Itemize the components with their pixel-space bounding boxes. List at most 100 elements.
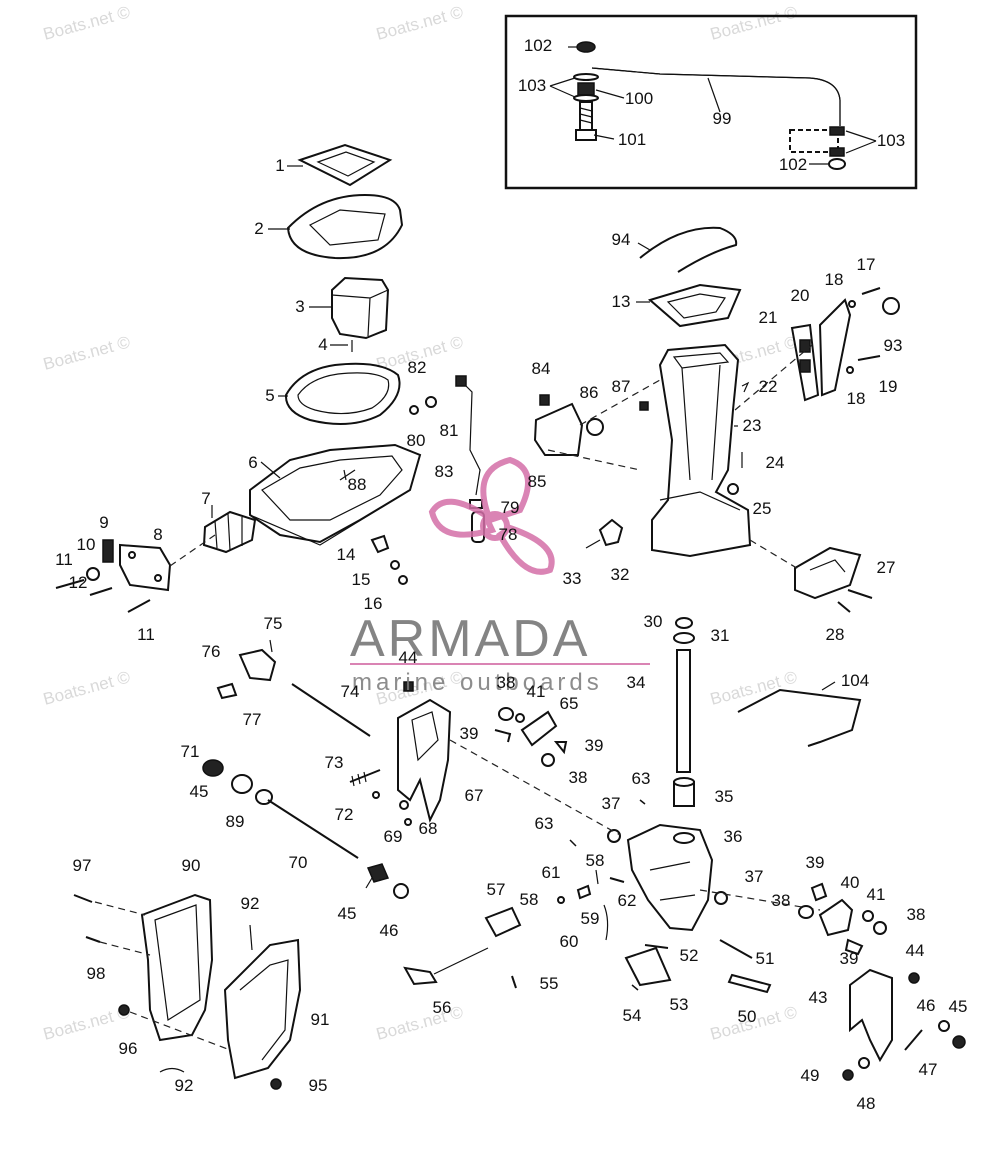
boats-net-watermark: Boats.net © <box>708 2 799 44</box>
boats-net-watermark: Boats.net © <box>41 2 132 44</box>
part-callout-49: 49 <box>801 1066 820 1085</box>
part-callout-32: 32 <box>611 565 630 584</box>
part-callout-37: 37 <box>745 867 764 886</box>
part-callout-45: 45 <box>338 904 357 923</box>
part-callout-19: 19 <box>879 377 898 396</box>
part-callout-44: 44 <box>906 941 925 960</box>
part-callout-100: 100 <box>625 89 653 108</box>
part-callout-63: 63 <box>632 769 651 788</box>
rear-bracket-part <box>749 539 873 613</box>
clamp-bracket-right-part <box>798 882 966 1081</box>
boats-net-watermark: Boats.net © <box>41 667 132 709</box>
part-callout-91: 91 <box>311 1010 330 1029</box>
part-callout-104: 104 <box>841 671 869 690</box>
part-callout-20: 20 <box>791 286 810 305</box>
part-callout-69: 69 <box>384 827 403 846</box>
part-callout-60: 60 <box>560 932 579 951</box>
part-callout-39: 39 <box>460 724 479 743</box>
part-callout-102: 102 <box>779 155 807 174</box>
part-callout-103: 103 <box>877 131 905 150</box>
part-callout-21: 21 <box>759 308 778 327</box>
part-callout-79: 79 <box>501 498 520 517</box>
part-callout-73: 73 <box>325 753 344 772</box>
part-callout-11: 11 <box>55 550 73 569</box>
part-callout-2: 2 <box>254 219 263 238</box>
part-callout-38: 38 <box>907 905 926 924</box>
part-callout-39: 39 <box>585 736 604 755</box>
part-callout-51: 51 <box>756 949 775 968</box>
part-callout-1: 1 <box>275 156 284 175</box>
part-callout-9: 9 <box>99 513 108 532</box>
part-callout-101: 101 <box>618 130 646 149</box>
part-callout-99: 99 <box>713 109 732 128</box>
part-callout-85: 85 <box>528 472 547 491</box>
part-callout-18: 18 <box>847 389 866 408</box>
part-callout-47: 47 <box>919 1060 938 1079</box>
part-callout-10: 10 <box>77 535 96 554</box>
part-callout-11: 11 <box>137 625 155 644</box>
part-callout-102: 102 <box>524 36 552 55</box>
part-callout-63: 63 <box>535 814 554 833</box>
bracket-plate-part <box>55 534 216 613</box>
gasket-cover-part <box>636 283 742 328</box>
part-callout-22: 22 <box>759 377 778 396</box>
part-callout-72: 72 <box>335 805 354 824</box>
part-callout-52: 52 <box>680 946 699 965</box>
part-callout-40: 40 <box>841 873 860 892</box>
part-callout-31: 31 <box>711 626 730 645</box>
wire-loop-part <box>737 681 862 747</box>
boats-net-watermark: Boats.net © <box>41 332 132 374</box>
part-callout-38: 38 <box>497 673 516 692</box>
part-callout-5: 5 <box>265 386 274 405</box>
part-callout-7: 7 <box>201 489 210 508</box>
part-callout-46: 46 <box>380 921 399 940</box>
part-callout-16: 16 <box>364 594 383 613</box>
boats-net-watermark: Boats.net © <box>374 1002 465 1044</box>
part-callout-55: 55 <box>540 974 559 993</box>
part-callout-14: 14 <box>337 545 356 564</box>
part-callout-93: 93 <box>884 336 903 355</box>
swivel-bracket-part <box>397 681 568 826</box>
part-callout-74: 74 <box>341 682 360 701</box>
part-callout-45: 45 <box>190 782 209 801</box>
part-callout-15: 15 <box>352 570 371 589</box>
lower-fittings-part <box>624 939 772 994</box>
part-callout-54: 54 <box>623 1006 642 1025</box>
part-callout-90: 90 <box>182 856 201 875</box>
part-callout-82: 82 <box>408 358 427 377</box>
lever-group-part <box>403 869 625 989</box>
part-callout-58: 58 <box>586 851 605 870</box>
lower-cowl-part <box>73 893 302 1090</box>
part-callout-28: 28 <box>826 625 845 644</box>
part-callout-43: 43 <box>809 988 828 1007</box>
part-callout-27: 27 <box>877 558 896 577</box>
part-callout-98: 98 <box>87 964 106 983</box>
part-callout-12: 12 <box>69 573 88 592</box>
steering-housing-part <box>449 739 821 932</box>
part-callout-88: 88 <box>348 475 367 494</box>
part-callout-94: 94 <box>612 230 631 249</box>
part-callout-18: 18 <box>825 270 844 289</box>
fitting-group-part <box>343 375 661 543</box>
part-callout-8: 8 <box>153 525 162 544</box>
adapter-plate-part <box>268 193 404 260</box>
part-callout-61: 61 <box>542 863 561 882</box>
part-callout-36: 36 <box>724 827 743 846</box>
part-callout-70: 70 <box>289 853 308 872</box>
mount-bracket-right-part <box>727 287 900 495</box>
part-callout-83: 83 <box>435 462 454 481</box>
seal-strip-part <box>637 226 738 273</box>
part-callout-37: 37 <box>602 794 621 813</box>
part-callout-75: 75 <box>264 614 283 633</box>
part-callout-67: 67 <box>465 786 484 805</box>
part-callout-57: 57 <box>487 880 506 899</box>
part-callout-39: 39 <box>840 949 859 968</box>
part-callout-44: 44 <box>399 648 418 667</box>
part-callout-59: 59 <box>581 909 600 928</box>
part-callout-81: 81 <box>440 421 459 440</box>
housing-part <box>309 276 390 352</box>
part-callout-41: 41 <box>867 885 886 904</box>
part-callout-38: 38 <box>569 768 588 787</box>
part-callout-78: 78 <box>499 525 518 544</box>
